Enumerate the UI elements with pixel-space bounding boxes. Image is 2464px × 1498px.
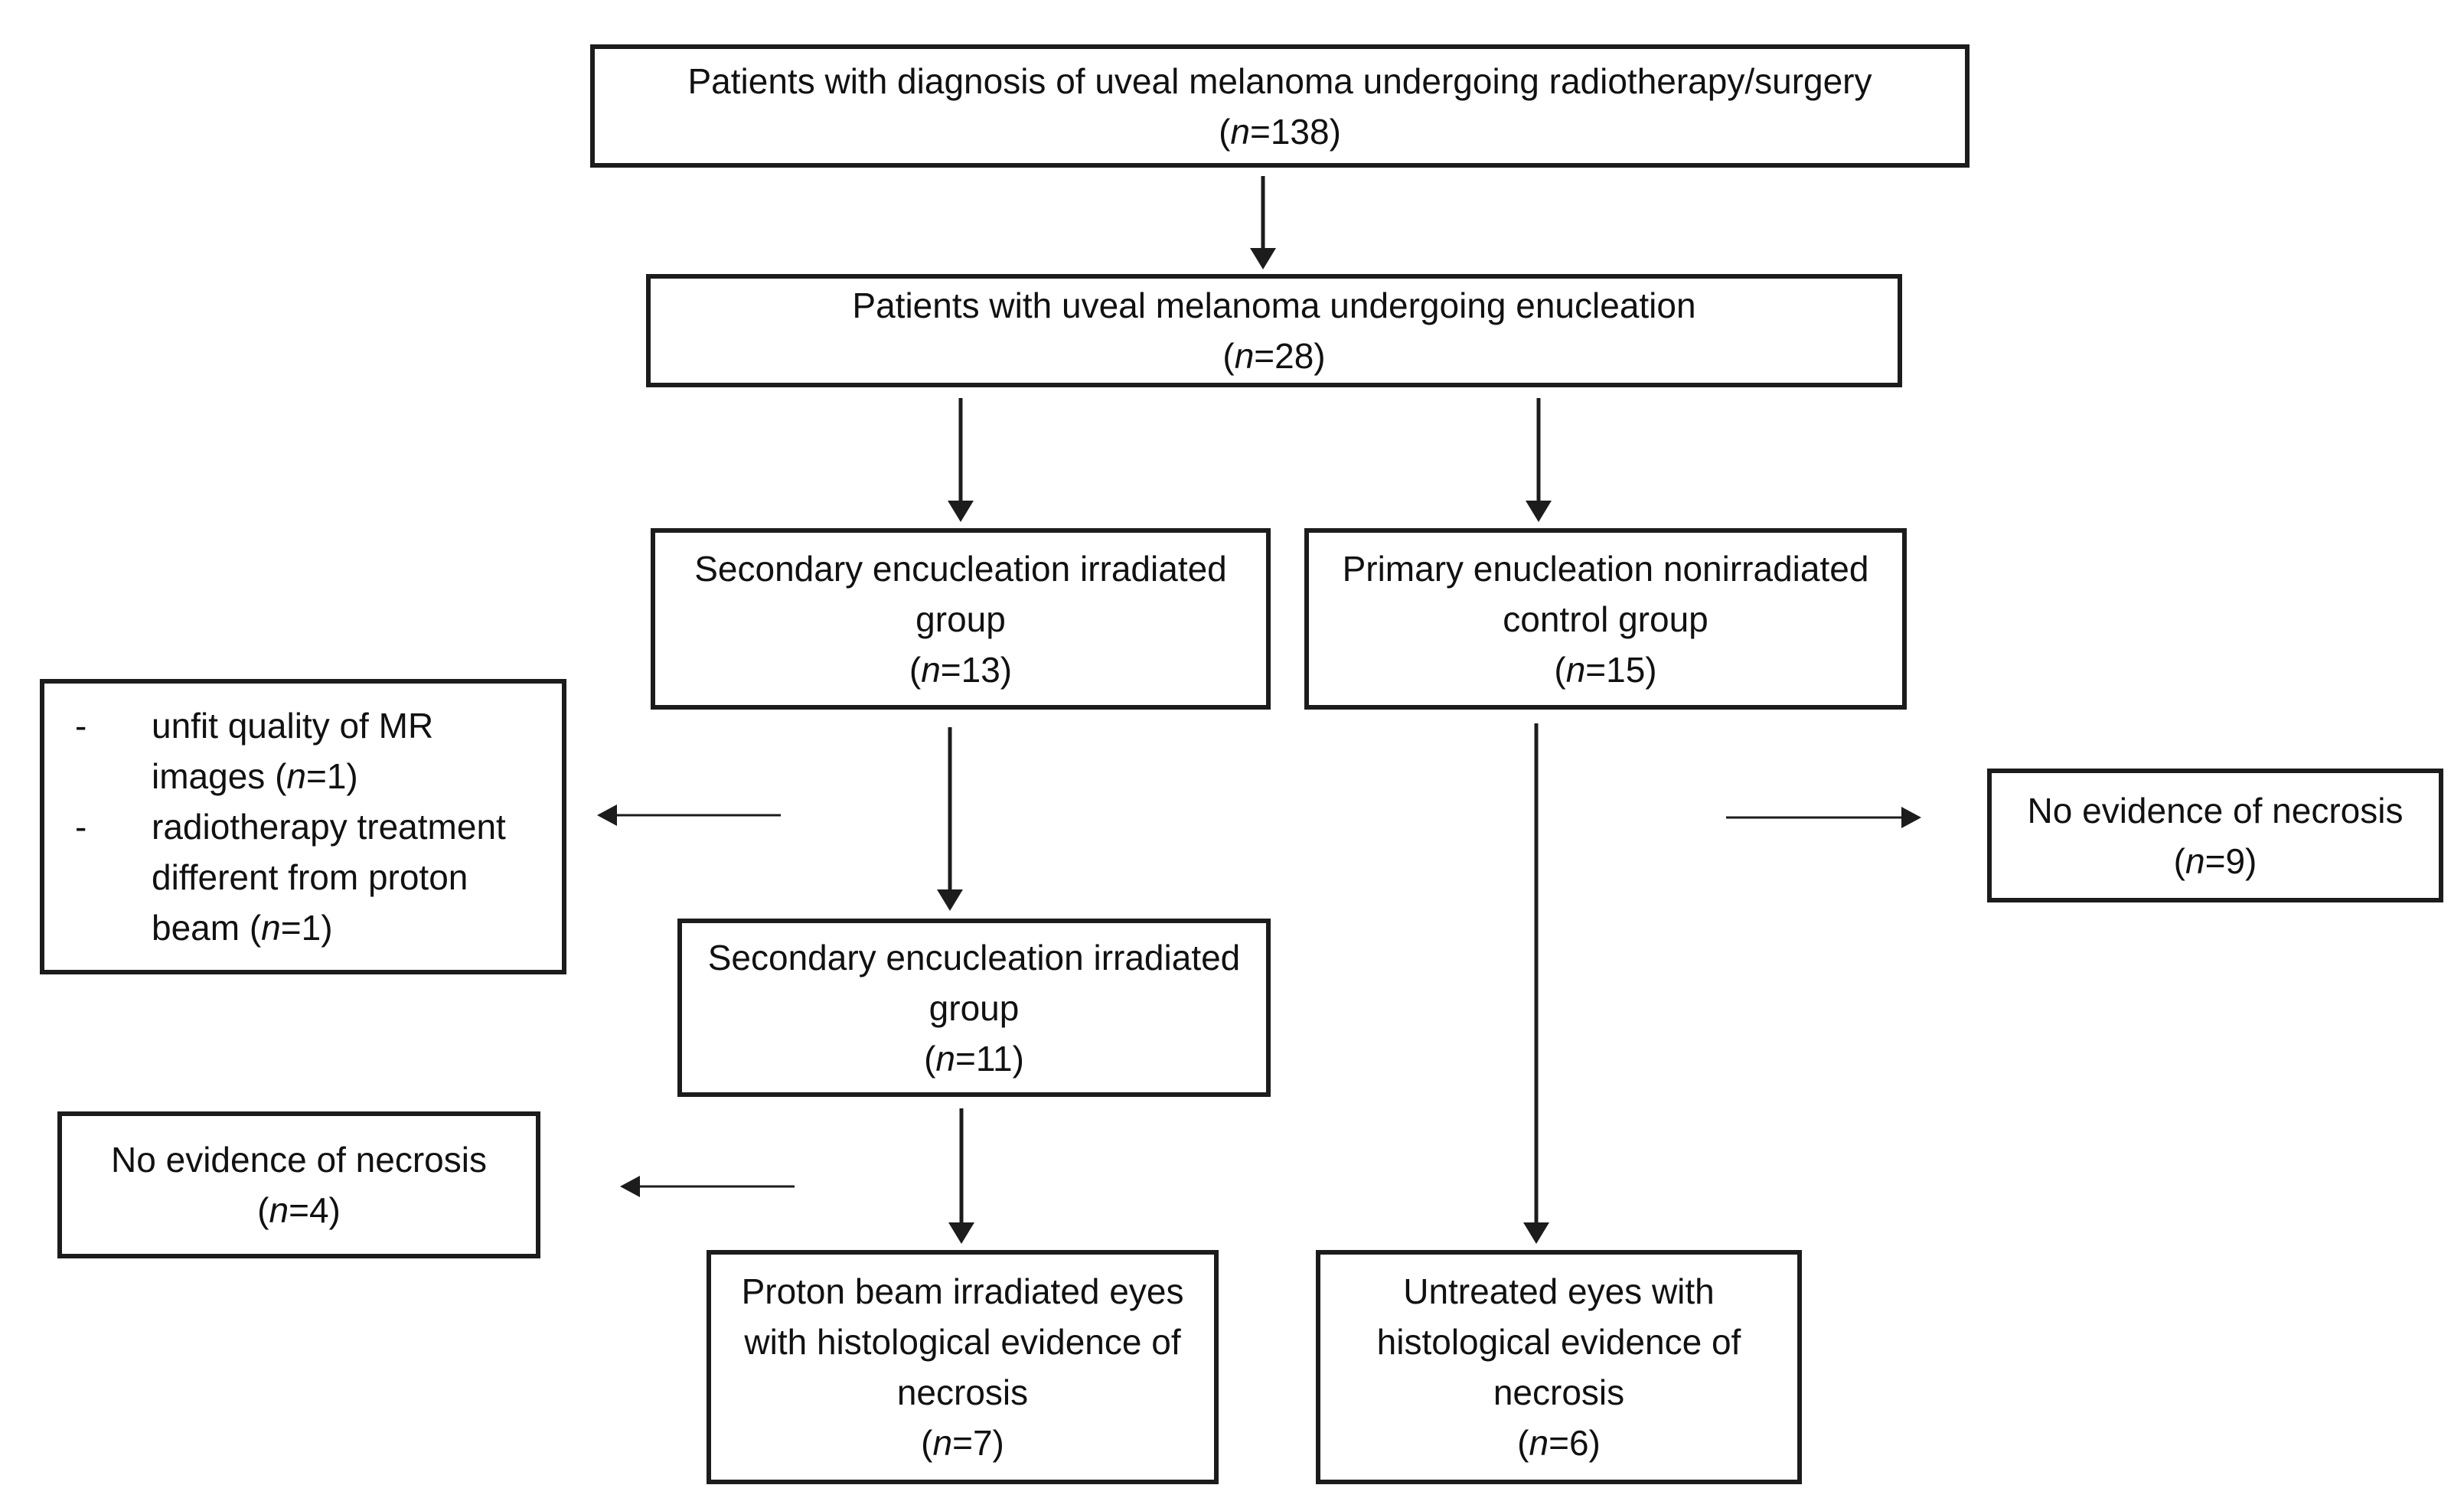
box-count: (n=7): [921, 1423, 1004, 1463]
box-label: No evidence of necrosis: [111, 1140, 487, 1180]
box-count: (n=9): [2173, 840, 2257, 881]
excluded-item: - radiotherapy treatment different from …: [75, 801, 556, 953]
box-count: (n=28): [1222, 336, 1326, 376]
excluded-item: - unfit quality of MR images (n=1): [75, 700, 556, 801]
down-arrow-icon: [1522, 723, 1550, 1244]
flow-box-primary-control: Primary enucleation nonirradiated contro…: [1304, 528, 1907, 710]
down-arrow-icon: [936, 727, 964, 911]
box-label: No evidence of necrosis: [2027, 790, 2404, 831]
bullet-dash: -: [75, 807, 87, 847]
box-label: Untreated eyes with histological evidenc…: [1376, 1271, 1741, 1412]
flow-box-untreated-necrosis: Untreated eyes with histological evidenc…: [1316, 1250, 1802, 1484]
down-arrow-icon: [948, 1108, 975, 1244]
flow-box-no-necrosis-irradiated: No evidence of necrosis (n=4): [57, 1111, 540, 1258]
box-label: Primary enucleation nonirradiated contro…: [1342, 548, 1869, 639]
box-count: (n=6): [1517, 1423, 1601, 1463]
box-count: (n=13): [909, 649, 1013, 690]
flow-box-no-necrosis-control: No evidence of necrosis (n=9): [1987, 769, 2443, 902]
box-label: Secondary encucleation irradiated group: [707, 937, 1241, 1028]
box-count: (n=15): [1554, 649, 1657, 690]
down-arrow-icon: [1525, 398, 1552, 522]
flow-box-excluded-reasons: - unfit quality of MR images (n=1) - rad…: [40, 679, 566, 974]
flow-box-secondary-irradiated-initial: Secondary encucleation irradiated group …: [651, 528, 1271, 710]
box-count: (n=138): [1219, 111, 1341, 152]
right-arrow-icon: [1726, 806, 1921, 829]
excluded-item-text: radiotherapy treatment different from pr…: [152, 807, 506, 948]
excluded-item-text: unfit quality of MR images (n=1): [152, 706, 434, 796]
down-arrow-icon: [1249, 176, 1277, 269]
box-label: Proton beam irradiated eyes with histolo…: [741, 1271, 1184, 1412]
flow-box-screened: Patients with diagnosis of uveal melanom…: [590, 44, 1970, 168]
left-arrow-icon: [597, 804, 781, 827]
flow-box-proton-necrosis: Proton beam irradiated eyes with histolo…: [707, 1250, 1219, 1484]
box-label: Secondary encucleation irradiated group: [694, 548, 1227, 639]
box-count: (n=11): [924, 1038, 1024, 1079]
box-label: Patients with uveal melanoma undergoing …: [852, 286, 1696, 325]
down-arrow-icon: [947, 398, 974, 522]
flow-box-secondary-irradiated-final: Secondary encucleation irradiated group …: [677, 919, 1271, 1097]
bullet-dash: -: [75, 706, 87, 746]
box-count: (n=4): [257, 1190, 341, 1230]
box-label: Patients with diagnosis of uveal melanom…: [687, 60, 1872, 101]
flow-box-enucleation: Patients with uveal melanoma undergoing …: [646, 274, 1902, 387]
left-arrow-icon: [620, 1175, 795, 1198]
